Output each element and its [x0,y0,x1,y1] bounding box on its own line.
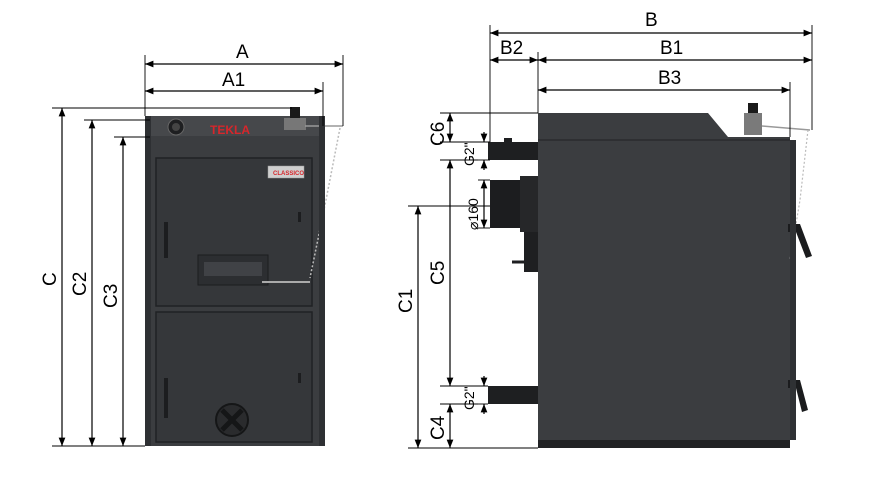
front-right-edge [319,116,325,446]
dim-C3-label: C3 [101,284,122,308]
regulator-housing [284,118,306,130]
dim-B2-label: B2 [500,38,523,59]
classico-badge-text: CLASSICO [273,171,304,177]
flue-collar [520,176,538,232]
back-fitting [524,232,538,272]
front-top-panel [148,116,322,136]
front-left-edge [145,116,151,446]
dim-G-top-label: G2" [461,142,477,166]
side-regulator-knob [748,103,758,113]
hinge-upper [298,212,301,222]
brand-logo: TEKLA [210,123,250,137]
return-pipe [488,386,538,404]
air-flap-slot [204,262,262,276]
front-dimensions: A A1 C C2 C3 [40,42,344,447]
fan-wheel-icon [215,403,249,437]
dim-C-label: C [40,272,61,286]
lower-door-handle [164,378,168,418]
side-dimensions: B B2 B1 B3 C6 G2" C5 ⌀160 C1 [396,10,813,449]
dim-C4-label: C4 [428,415,449,440]
dim-A1-label: A1 [222,70,245,91]
dim-C2-label: C2 [70,272,91,296]
hinge-lower [298,373,301,383]
side-door-edge [790,140,796,440]
classico-badge [267,165,305,179]
side-base [538,440,790,448]
dim-B1-label: B1 [660,38,683,59]
supply-pipe-fitting [504,138,512,144]
side-regulator-body [744,113,762,135]
thermometer-dial [172,123,180,131]
front-view: TEKLA CLASSICO [145,107,343,446]
dim-G-bottom-label: G2" [461,386,477,410]
dim-B3-label: B3 [658,68,681,89]
dim-A-label: A [236,42,249,63]
supply-pipe [488,142,538,160]
side-upper-handle [788,224,812,258]
side-lever [761,125,811,131]
dim-B-label: B [645,10,658,31]
side-body [538,113,790,446]
dim-flue-label: ⌀160 [465,198,481,230]
side-view [488,103,812,448]
dim-C1-label: C1 [396,289,417,313]
dim-C5-label: C5 [428,261,449,285]
upper-door-handle [164,222,168,258]
dim-C6-label: C6 [428,122,449,146]
chain [309,127,341,279]
regulator-knob [290,107,300,119]
